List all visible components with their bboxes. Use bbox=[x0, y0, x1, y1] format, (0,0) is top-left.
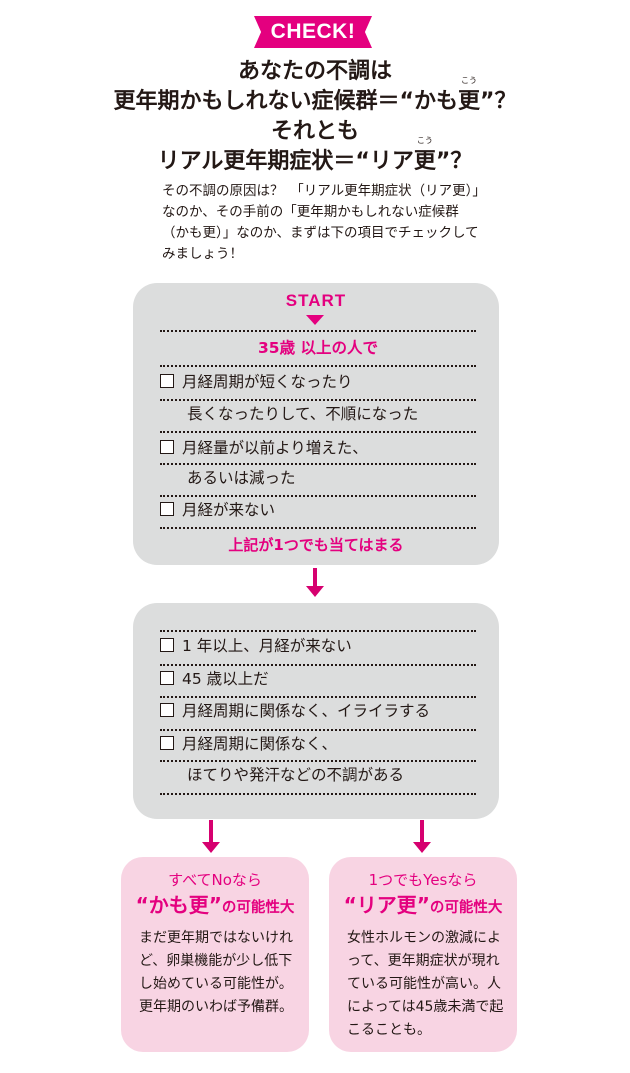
checkbox[interactable] bbox=[160, 440, 174, 454]
headline-line-2-end: ”？ bbox=[480, 89, 517, 114]
ruby-reading: こう bbox=[460, 76, 477, 85]
headline-line-2-text: 更年期かもしれない症候群＝“かも bbox=[113, 89, 458, 114]
check-item[interactable]: 月経量が以前より増えた、 bbox=[160, 433, 476, 463]
ruby-base: 更 bbox=[457, 89, 480, 114]
ruby-reading: こう bbox=[416, 136, 433, 145]
check-item[interactable]: 月経周期に関係なく、 bbox=[160, 729, 476, 759]
result-body: まだ更年期ではないけれど、卵巣機能が少し低下し始めている可能性が。更年期のいわば… bbox=[139, 930, 293, 1015]
headline-line-4: リアル更年期症状＝“リアこう更”？ bbox=[0, 136, 630, 177]
check-banner-label: CHECK! bbox=[270, 20, 356, 43]
check-item-continuation: 長くなったりして、不順になった bbox=[187, 405, 419, 423]
dotted-divider bbox=[160, 399, 476, 401]
check-item[interactable]: 月経周期に関係なく、イライラする bbox=[160, 696, 476, 726]
ruby-kou: こう更 bbox=[413, 136, 436, 177]
result-riakou: 1つでもYesなら “リア更”の可能性大 女性ホルモンの激減によって、更年期症状… bbox=[329, 857, 517, 1052]
headline-line-1: あなたの不調は bbox=[237, 59, 392, 84]
result-kamokou: すべてNoなら “かも更”の可能性大 まだ更年期ではないけれど、卵巣機能が少し低… bbox=[121, 857, 309, 1052]
headline-line-4-text: リアル更年期症状＝“リア bbox=[157, 149, 414, 174]
checkbox[interactable] bbox=[160, 638, 174, 652]
result-title: “かも更”の可能性大 bbox=[121, 889, 309, 918]
result-body: 女性ホルモンの激減によって、更年期症状が現れている可能性が高い。人によっては45… bbox=[347, 930, 504, 1038]
check-item-label: 月経周期が短くなったり bbox=[182, 373, 353, 391]
check-item-label: 月経周期に関係なく、 bbox=[182, 735, 338, 753]
check-item-continuation: あるいは減った bbox=[187, 469, 296, 487]
dotted-divider bbox=[160, 527, 476, 529]
dotted-divider bbox=[160, 760, 476, 762]
checkbox[interactable] bbox=[160, 374, 174, 388]
check-item-label: 1 年以上、月経が来ない bbox=[182, 637, 352, 655]
dotted-divider bbox=[160, 729, 476, 731]
check-item[interactable]: 月経が来ない bbox=[160, 495, 476, 525]
check-item-label: 月経量が以前より増えた、 bbox=[182, 439, 368, 457]
dotted-divider bbox=[160, 463, 476, 465]
dotted-divider bbox=[160, 330, 476, 332]
dotted-divider bbox=[160, 664, 476, 666]
dotted-divider bbox=[160, 696, 476, 698]
check-item[interactable]: 月経周期が短くなったり bbox=[160, 367, 476, 397]
result-title-main: “リア更” bbox=[343, 893, 430, 917]
checkbox[interactable] bbox=[160, 502, 174, 516]
checkbox[interactable] bbox=[160, 703, 174, 717]
step-1-conclusion: 上記が1つでも当てはまる bbox=[228, 536, 404, 554]
check-banner: CHECK! bbox=[254, 16, 372, 48]
dotted-divider bbox=[160, 630, 476, 632]
result-condition: すべてNoなら bbox=[168, 871, 262, 889]
check-item[interactable]: 45 歳以上だ bbox=[160, 664, 476, 694]
result-title-main: “かも更” bbox=[135, 893, 222, 917]
age-condition: 35歳 以上の人で bbox=[258, 339, 378, 357]
checkbox[interactable] bbox=[160, 736, 174, 750]
headline-line-3: それとも bbox=[270, 119, 359, 144]
dotted-divider bbox=[160, 365, 476, 367]
checkbox[interactable] bbox=[160, 671, 174, 685]
result-title: “リア更”の可能性大 bbox=[329, 889, 517, 918]
arrow-down-icon bbox=[202, 820, 220, 854]
result-title-suffix: の可能性大 bbox=[221, 900, 295, 916]
check-item-continuation: ほてりや発汗などの不調がある bbox=[187, 766, 405, 784]
dotted-divider bbox=[160, 793, 476, 795]
result-condition: 1つでもYesなら bbox=[368, 871, 478, 889]
triangle-down-icon bbox=[306, 315, 324, 325]
arrow-down-icon bbox=[413, 820, 431, 854]
dotted-divider bbox=[160, 431, 476, 433]
check-item-label: 月経が来ない bbox=[182, 501, 276, 519]
headline: あなたの不調は 更年期かもしれない症候群＝“かもこう更”？ それとも リアル更年… bbox=[0, 57, 630, 177]
dotted-divider bbox=[160, 495, 476, 497]
checklist-step-2: 1 年以上、月経が来ない 45 歳以上だ 月経周期に関係なく、イライラする 月経… bbox=[133, 603, 499, 819]
result-title-suffix: の可能性大 bbox=[429, 900, 503, 916]
ruby-base: 更 bbox=[413, 149, 436, 174]
arrow-down-icon bbox=[306, 568, 324, 598]
ruby-kou: こう更 bbox=[457, 76, 480, 117]
check-item[interactable]: 1 年以上、月経が来ない bbox=[160, 631, 476, 661]
start-label: START bbox=[285, 291, 347, 310]
check-item-label: 45 歳以上だ bbox=[182, 670, 269, 688]
headline-line-2: 更年期かもしれない症候群＝“かもこう更”？ bbox=[0, 76, 630, 117]
check-item-label: 月経周期に関係なく、イライラする bbox=[182, 702, 431, 720]
intro-text: その不調の原因は？ 「リアル更年期症状（リア更）」なのか、その手前の「更年期かも… bbox=[162, 183, 480, 262]
checklist-step-1: START 35歳 以上の人で 月経周期が短くなったり 長くなったりして、不順に… bbox=[133, 283, 499, 565]
headline-line-4-end: ”？ bbox=[435, 149, 473, 174]
